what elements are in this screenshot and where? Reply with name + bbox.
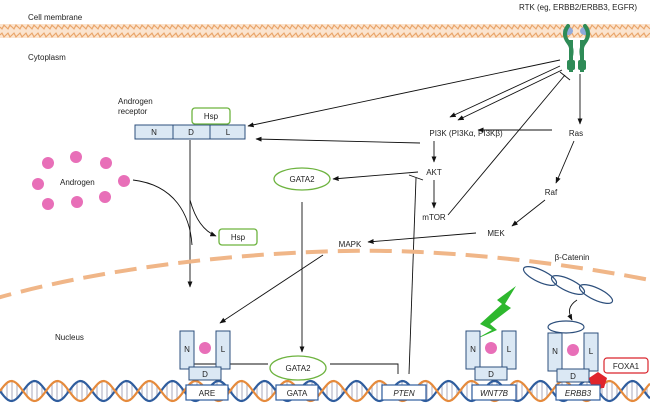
svg-text:GATA2: GATA2 (289, 175, 315, 184)
cytoplasm-label: Cytoplasm (28, 53, 66, 62)
svg-text:Hsp: Hsp (231, 233, 246, 242)
ar-domain-d: D (188, 128, 194, 137)
androgen-receptor-label-line2: receptor (118, 107, 148, 116)
mek-label: MEK (487, 229, 505, 238)
raf-label: Raf (545, 188, 558, 197)
svg-text:L: L (507, 345, 512, 354)
nuclear-envelope (0, 248, 650, 300)
svg-text:D: D (570, 372, 576, 381)
svg-text:Hsp: Hsp (204, 112, 219, 121)
cell-membrane (0, 24, 650, 38)
hsp-free: Hsp (218, 228, 258, 246)
dna-box-are: ARE (185, 384, 229, 401)
rtk-receptor (563, 24, 590, 72)
dna-box-gata: GATA (275, 384, 319, 401)
svg-text:GATA: GATA (287, 389, 308, 398)
dna-strand (0, 379, 650, 403)
androgen-molecules (32, 151, 130, 210)
cell-membrane-label: Cell membrane (28, 13, 83, 22)
svg-text:N: N (552, 347, 558, 356)
lightning-icon (474, 286, 516, 340)
svg-text:D: D (488, 370, 494, 379)
dna-box-wnt7b: WNT7B (471, 384, 517, 401)
svg-text:PTEN: PTEN (393, 389, 415, 398)
akt-label: AKT (426, 168, 442, 177)
gata2-nuc: GATA2 (269, 355, 327, 381)
dna-box-erbb3: ERBB3 (555, 384, 601, 401)
ras-label: Ras (569, 129, 583, 138)
svg-text:WNT7B: WNT7B (480, 389, 509, 398)
svg-text:GATA2: GATA2 (285, 364, 311, 373)
mapk-label: MAPK (339, 240, 362, 249)
hsp-bound: Hsp (191, 107, 231, 125)
foxa1: FOXA1 (589, 357, 649, 388)
ar-dimer-erbb3: N L D (547, 332, 599, 383)
svg-text:ERBB3: ERBB3 (565, 389, 592, 398)
androgen-label: Androgen (60, 178, 95, 187)
beta-catenin-label: β-Catenin (555, 253, 590, 262)
ar-dimer-wnt7b: N L D (465, 330, 517, 381)
androgen-receptor-label-line1: Androgen (118, 97, 153, 106)
beta-catenin (522, 266, 614, 334)
svg-text:L: L (589, 347, 594, 356)
mtor-label: mTOR (422, 213, 446, 222)
svg-text:D: D (202, 370, 208, 379)
svg-text:FOXA1: FOXA1 (613, 362, 640, 371)
pathway-arrows (132, 59, 583, 353)
svg-text:N: N (470, 345, 476, 354)
gata2-cyto: GATA2 (273, 167, 331, 191)
ar-domain-n: N (151, 128, 157, 137)
foxa1-marker (589, 372, 607, 388)
svg-text:N: N (184, 345, 190, 354)
svg-text:ARE: ARE (199, 389, 215, 398)
ar-dimer-are: N L D (179, 330, 231, 381)
pi3k-label: PI3K (PI3Kα, PI3Kβ) (429, 129, 503, 138)
svg-text:L: L (221, 345, 226, 354)
nucleus-label: Nucleus (55, 333, 84, 342)
dna-box-pten: PTEN (381, 384, 427, 401)
inhibition-lines (188, 71, 571, 375)
ar-domain-l: L (226, 128, 231, 137)
rtk-label: RTK (eg, ERBB2/ERBB3, EGFR) (519, 3, 637, 12)
androgen-receptor-cyto: N D L (134, 124, 246, 140)
